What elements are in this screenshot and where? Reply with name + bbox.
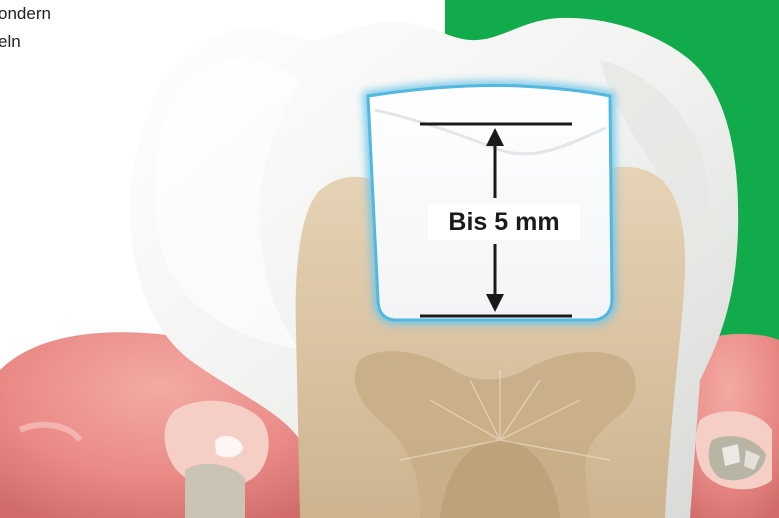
measurement-label: Bis 5 mm	[428, 204, 580, 240]
filling	[368, 85, 612, 320]
